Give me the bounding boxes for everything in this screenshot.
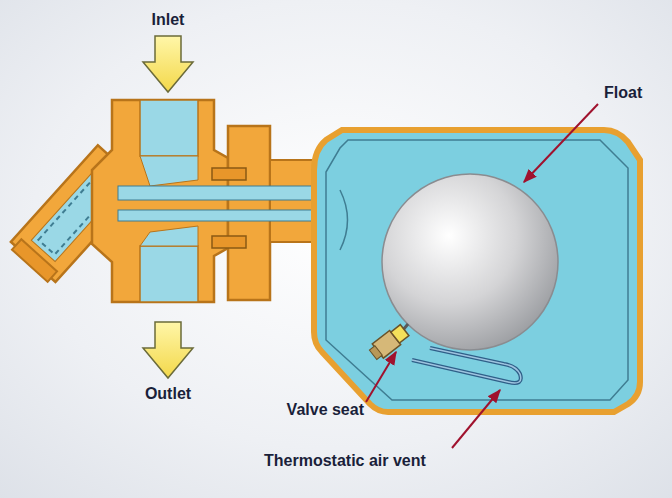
flow-label: Inlet	[152, 11, 185, 29]
leader-line	[452, 390, 500, 448]
chamber-inlet	[340, 190, 348, 250]
leader-line	[524, 104, 598, 182]
part-label: Thermostatic air vent	[264, 452, 426, 470]
float-chamber	[314, 130, 640, 412]
part-label: Float	[604, 84, 642, 102]
chamber-inner-wall	[326, 140, 628, 400]
inlet-port	[140, 100, 198, 156]
outlet-port	[140, 246, 198, 302]
bolt	[212, 168, 246, 180]
air-vent-highlight	[412, 348, 521, 383]
air-vent-element	[412, 348, 521, 383]
outlet-arrow	[143, 322, 193, 378]
outlet-passage	[140, 226, 198, 246]
valve-seat-part	[368, 323, 411, 362]
flow-label: Outlet	[145, 385, 191, 403]
inlet-arrow	[143, 36, 193, 92]
trap-body	[92, 100, 228, 302]
inlet-passage	[140, 156, 198, 186]
bolt	[212, 236, 246, 248]
part-label: Valve seat	[287, 401, 364, 419]
leader-line	[366, 352, 396, 402]
float-ball	[382, 174, 558, 350]
